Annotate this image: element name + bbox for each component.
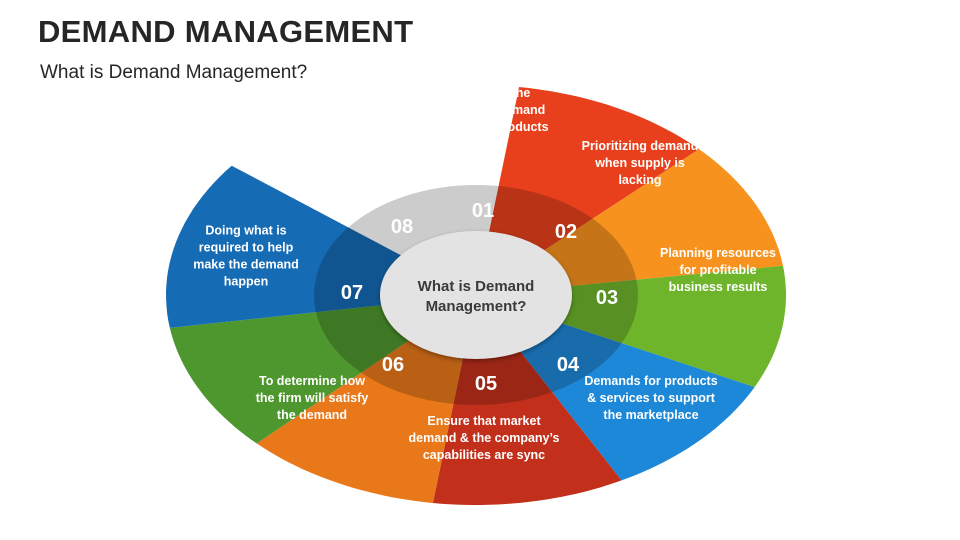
segment-number-03: 03 — [596, 287, 618, 309]
segment-number-07: 07 — [341, 282, 363, 304]
center-oval — [380, 231, 572, 359]
page-title: DEMAND MANAGEMENT — [38, 14, 414, 49]
segment-04 — [476, 295, 755, 481]
segment-number-02: 02 — [555, 221, 577, 243]
segment-number-06: 06 — [382, 354, 404, 376]
page-subtitle: What is Demand Management? — [40, 62, 308, 83]
segment-description-04: Demands for products& services to suppor… — [584, 374, 717, 422]
segment-number-05: 05 — [475, 373, 497, 395]
segment-number-01: 01 — [472, 200, 494, 222]
segment-number-08: 08 — [391, 216, 413, 238]
segment-number-04: 04 — [557, 354, 580, 376]
